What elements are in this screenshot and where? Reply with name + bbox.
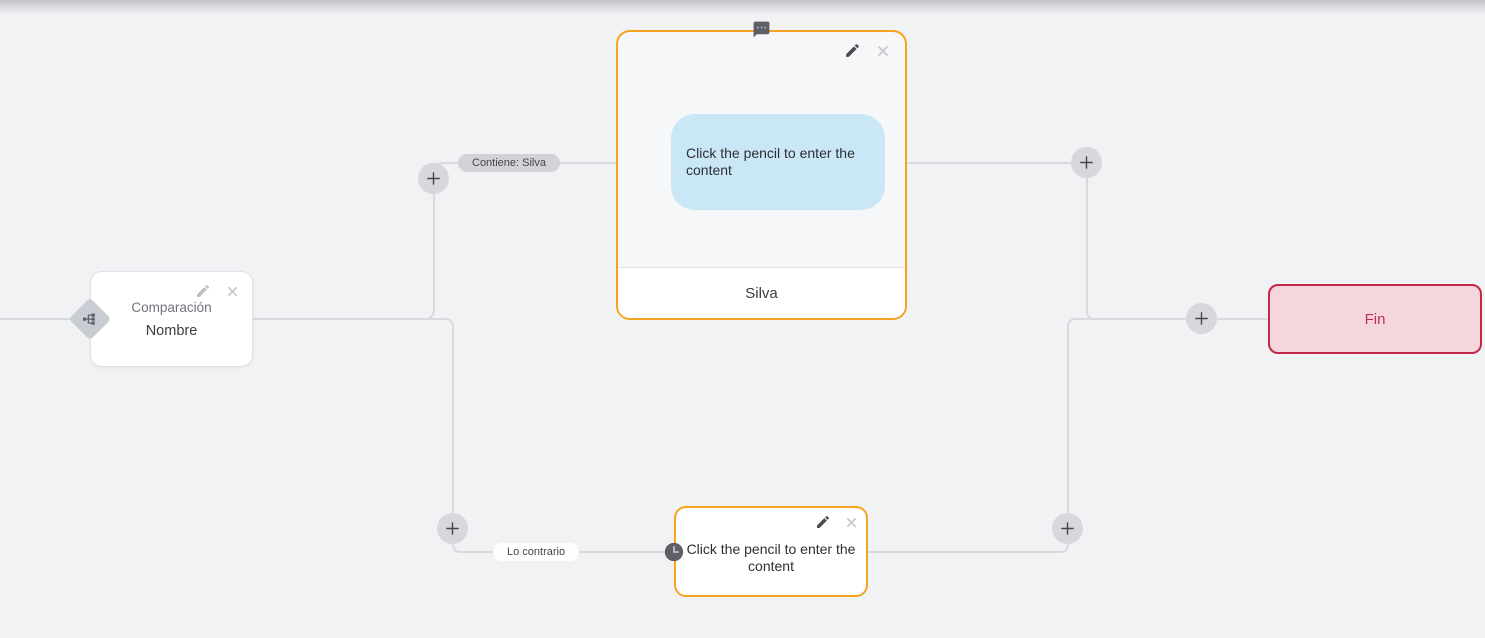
chat-bubble-icon [753, 21, 769, 37]
message-preview-bubble: Click the pencil to enter the content [671, 114, 885, 210]
edit-node-button[interactable] [815, 514, 831, 530]
delete-node-button[interactable] [225, 284, 240, 299]
branch-icon [83, 313, 95, 325]
comparison-node-subtitle: Nombre [145, 322, 198, 339]
plus-icon [1061, 522, 1074, 535]
pencil-icon [817, 515, 830, 528]
add-node-button-after-message[interactable] [1071, 147, 1102, 178]
plus-icon [446, 522, 459, 535]
edge-wait-to-end [867, 318, 1106, 553]
message-placeholder-text: Click the pencil to enter the content [686, 145, 855, 178]
edge-comparison-to-wait [252, 318, 677, 553]
close-icon [846, 517, 857, 527]
pencil-icon [197, 284, 210, 297]
clock-icon [664, 542, 684, 562]
message-node-type-badge [737, 5, 785, 53]
edit-node-button[interactable] [844, 42, 861, 59]
end-node-label: Fin [1364, 310, 1386, 328]
close-icon [227, 286, 238, 296]
pencil-icon [846, 44, 859, 57]
comparison-node[interactable]: Comparación Nombre [90, 271, 253, 367]
add-node-button-false-branch[interactable] [437, 513, 468, 544]
edge-label-false-branch: Lo contrario [493, 543, 580, 561]
message-node[interactable]: Click the pencil to enter the content Si… [616, 30, 907, 320]
edge-message-to-end [904, 162, 1271, 320]
add-node-button-before-end[interactable] [1186, 303, 1217, 334]
delete-node-button[interactable] [875, 43, 891, 59]
add-node-button-true-branch[interactable] [418, 163, 449, 194]
wait-placeholder-text: Click the pencil to enter the content [686, 540, 856, 574]
edge-label-true-branch: Contiene: Silva [458, 154, 560, 172]
message-option[interactable]: Silva [618, 267, 905, 318]
wait-node-type-badge [652, 530, 696, 574]
delete-node-button[interactable] [844, 515, 859, 530]
plus-icon [1080, 156, 1093, 169]
comparison-node-title: Comparación [131, 299, 212, 315]
plus-icon [1195, 312, 1208, 325]
plus-icon [427, 172, 440, 185]
message-option-label: Silva [745, 284, 778, 302]
edit-node-button[interactable] [195, 283, 211, 299]
close-icon [878, 45, 888, 56]
wait-node[interactable]: Click the pencil to enter the content [674, 506, 868, 597]
add-node-button-after-wait[interactable] [1052, 513, 1083, 544]
edge-comparison-to-message [427, 162, 619, 320]
comparison-node-type-badge [68, 297, 112, 341]
end-node[interactable]: Fin [1268, 284, 1482, 354]
